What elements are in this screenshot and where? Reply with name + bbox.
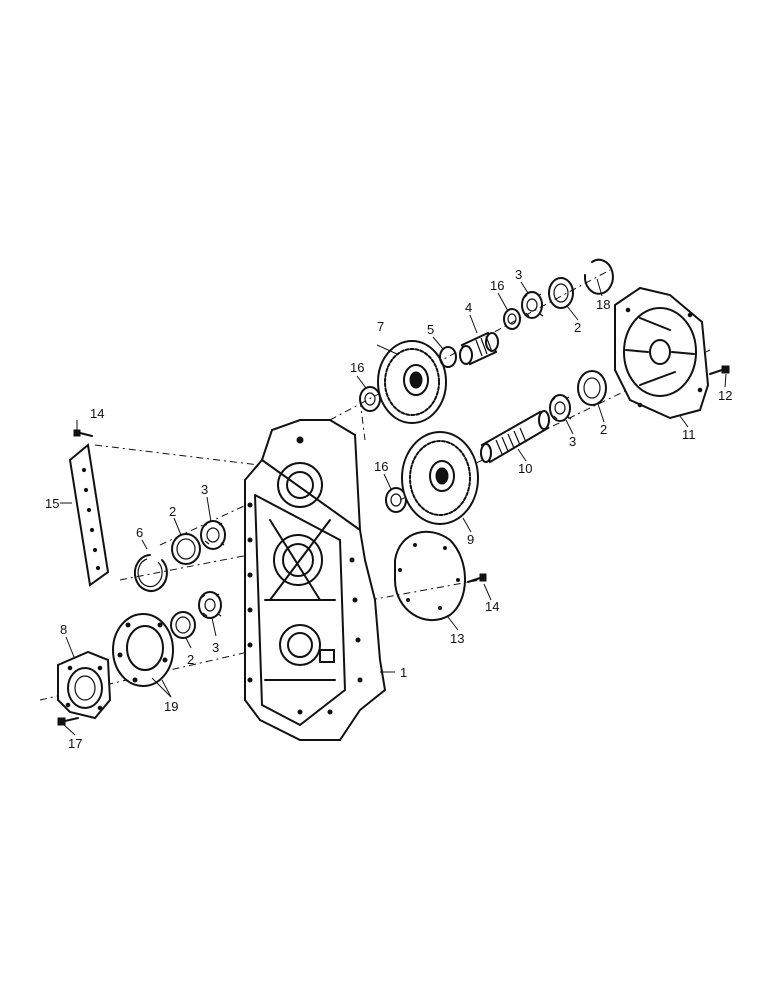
bearing-cap [57,650,112,720]
callout-o-ring: 5 [427,322,434,337]
cone-bearing-left-lower [198,591,222,619]
callout-end-cover: 11 [682,427,696,442]
bolt-upper-left [73,429,93,437]
output-shaft [480,410,550,464]
callout-cone-bearing-top: 3 [515,267,522,282]
retaining-ring [583,258,614,295]
splined-sleeve [459,331,499,366]
bearing-cup-left-lower [170,611,196,639]
callout-retaining-ring: 18 [596,297,610,312]
callout-spacer-top: 16 [490,278,504,293]
bolt-far-right [709,365,730,375]
callout-bearing-cup-left-lower: 2 [187,652,194,667]
bearing-cup-lower-right [577,370,607,406]
callout-flange-seal-ring: 19 [164,699,178,714]
callout-output-shaft: 10 [518,461,532,476]
callout-cover-gasket: 13 [450,631,464,646]
callout-bearing-cup-lower-right: 2 [600,422,607,437]
bearing-cup-left-upper [171,533,201,565]
cone-bearing-left-upper [200,520,226,550]
callout-bolt-upper-left: 14 [90,406,104,421]
callout-housing: 1 [400,665,407,680]
callout-bearing-cup-left-upper: 2 [169,504,176,519]
callout-upper-gear: 7 [377,319,384,334]
o-ring [439,346,457,368]
callout-thrust-washer-lower: 16 [374,459,388,474]
callout-bearing-cup-top: 2 [574,320,581,335]
lower-gear [401,431,479,525]
cone-bearing-top [521,291,544,319]
callout-bolt-lower-left: 17 [68,736,82,751]
callout-labels: 1 14 15 3 2 6 2 3 8 19 17 7 16 5 4 16 3 … [45,267,732,751]
callout-lower-gear: 9 [467,532,474,547]
leader-lines [60,278,727,736]
callout-bearing-cap: 8 [60,622,67,637]
callout-thrust-washer-upper: 16 [350,360,364,375]
upper-gear [377,340,447,424]
callout-cone-bearing-left-upper: 3 [201,482,208,497]
callout-cone-bearing-left-lower: 3 [212,640,219,655]
callout-gasket-plate: 15 [45,496,59,511]
cone-bearing-lower-right [549,394,572,422]
callout-bolt-far-right: 12 [718,388,732,403]
callout-bolt-right: 14 [485,599,499,614]
cover-gasket [394,530,466,621]
snap-ring [133,554,168,592]
bearing-cup-top [548,277,574,309]
bolt-right [467,573,487,583]
callout-splined-sleeve: 4 [465,300,472,315]
callout-cone-bearing-lower-right: 3 [569,434,576,449]
flange-seal-ring [112,613,174,687]
gasket-plate [68,443,110,587]
spacer-top [503,308,521,330]
bolt-lower-left [57,717,79,726]
gearbox-housing [244,419,387,741]
end-cover [614,286,710,420]
callout-snap-ring: 6 [136,525,143,540]
